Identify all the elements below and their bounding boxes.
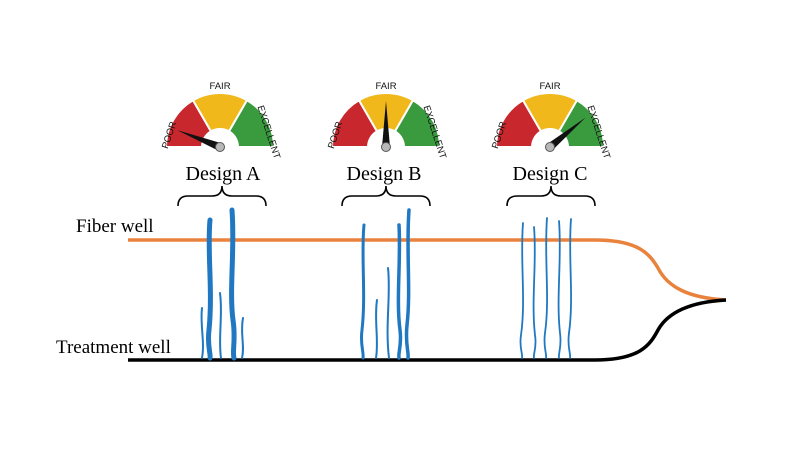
gauge-needle-pointer <box>382 101 390 147</box>
fracture <box>532 226 537 359</box>
fiber-well-line <box>128 238 727 302</box>
fiber-well-label: Fiber well <box>76 216 154 237</box>
fracture <box>404 208 411 360</box>
fracture <box>557 220 562 359</box>
brace-design-a <box>177 185 267 207</box>
design-a-label: Design A <box>186 163 262 185</box>
gauge-needle <box>382 101 390 147</box>
gauge-design-a: POOR FAIR EXCELLENT <box>160 81 282 160</box>
fracture <box>386 267 390 359</box>
gauge-excellent-segment <box>393 98 442 148</box>
fracture <box>375 299 378 359</box>
gauge-needle-pointer <box>177 130 222 151</box>
design-b-label: Design B <box>347 163 422 185</box>
brace-design-c <box>506 185 596 207</box>
gauge-hub <box>381 142 391 152</box>
fractures-design-a <box>200 207 244 361</box>
gauge-design-b: POOR FAIR EXCELLENT <box>326 81 448 160</box>
gauge-fair-label: FAIR <box>539 81 560 92</box>
gauge-hub <box>545 142 555 152</box>
gauge-needle <box>177 130 222 151</box>
gauge-needle-pointer <box>547 117 586 151</box>
gauge-fair-label: FAIR <box>209 81 230 92</box>
gauge-design-c: POOR FAIR EXCELLENT <box>490 81 612 160</box>
fracture <box>359 223 366 360</box>
fracture <box>241 317 244 359</box>
fracture <box>229 207 237 361</box>
brace-design-b <box>341 185 431 207</box>
fracture <box>205 217 213 361</box>
gauge-hub <box>215 142 225 152</box>
treatment-well-label: Treatment well <box>56 337 171 358</box>
fractures-design-b <box>359 208 411 360</box>
fractures-design-c <box>519 217 572 359</box>
gauge-fair-label: FAIR <box>375 81 396 92</box>
fracture <box>543 217 548 359</box>
fracture <box>200 307 204 359</box>
fracture <box>567 218 572 359</box>
gauge-needle <box>547 117 586 151</box>
fracture <box>519 222 524 359</box>
treatment-well-line <box>128 298 727 362</box>
fracture <box>396 223 403 360</box>
fracture <box>219 292 222 359</box>
design-c-label: Design C <box>513 163 588 185</box>
gauge-excellent-segment <box>227 98 276 148</box>
